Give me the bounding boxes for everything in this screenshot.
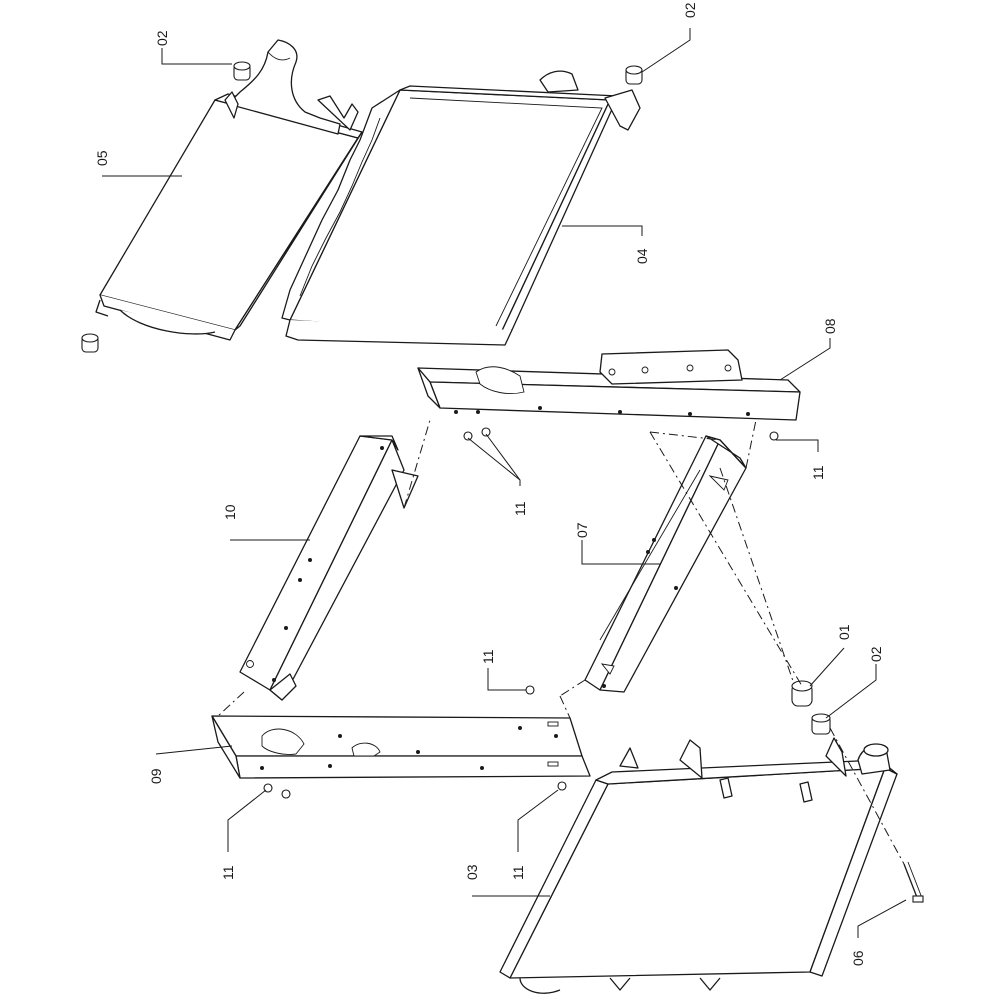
callout-11-e: 11: [510, 865, 526, 880]
callout-05: 05: [94, 150, 110, 166]
callouts: 02 05 02 04 08 10 11 11 07 01 11 02 09 1…: [94, 2, 884, 966]
callout-02-b: 02: [682, 2, 698, 18]
part-06-bolt: [903, 861, 924, 903]
part-02-grommet-c: [625, 65, 643, 85]
callout-04: 04: [634, 248, 650, 264]
callout-01: 01: [836, 624, 852, 640]
part-02-grommet-a: [233, 61, 251, 81]
callout-03: 03: [464, 864, 480, 880]
part-08-bracket-rail: [417, 349, 801, 421]
callout-07: 07: [574, 522, 590, 538]
callout-11-c: 11: [480, 649, 496, 664]
callout-06: 06: [850, 950, 866, 966]
part-02-grommet-d: [811, 713, 831, 735]
callout-08: 08: [822, 318, 838, 334]
callout-11-d: 11: [220, 865, 236, 880]
part-02-grommet-b: [81, 333, 99, 353]
callout-02-c: 02: [868, 646, 884, 662]
part-05-tank: [95, 39, 363, 341]
part-01-mount: [791, 680, 813, 707]
leader-lines: [102, 28, 907, 938]
part-10-side-rail: [239, 435, 419, 701]
assembly-lines: [217, 419, 905, 865]
part-07-diagonal-rail: [584, 435, 747, 693]
callout-11-b: 11: [810, 465, 826, 480]
callout-02-a: 02: [154, 30, 170, 46]
callout-09: 09: [148, 768, 164, 784]
part-03-lower-radiator: [499, 737, 898, 994]
part-04-radiator-core: [281, 70, 641, 346]
callout-10: 10: [222, 504, 238, 520]
part-09-lower-bracket: [211, 715, 591, 779]
callout-11-a: 11: [512, 501, 528, 516]
